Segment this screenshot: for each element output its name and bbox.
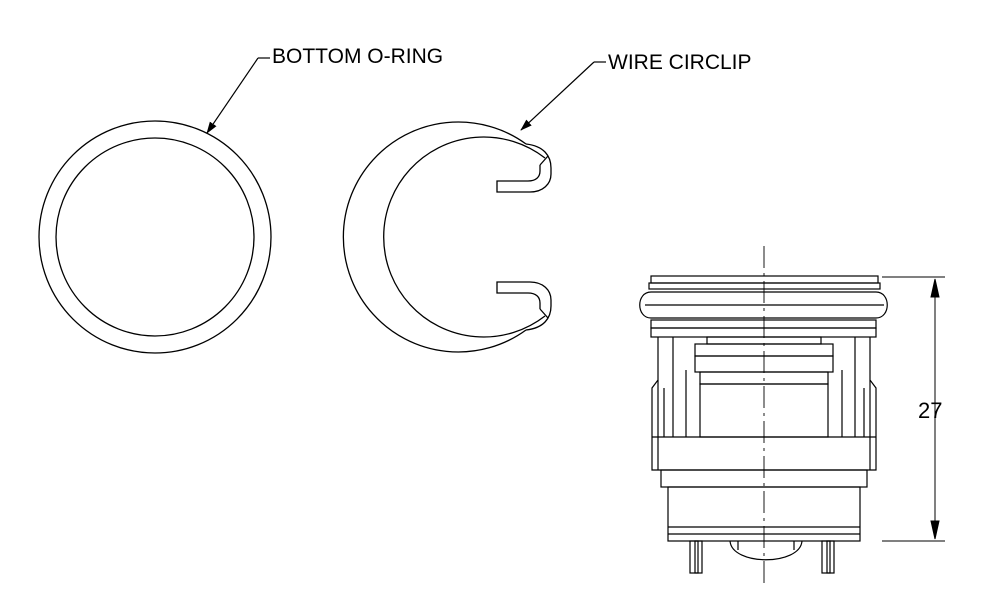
bottom-oring-part — [38, 120, 272, 354]
wire-circlip-part — [342, 121, 552, 353]
wire-circlip-label: WIRE CIRCLIP — [608, 51, 752, 74]
bottom-oring-leader — [206, 57, 270, 134]
height-dimension-label: 27 — [918, 398, 943, 423]
wire-circlip-leader — [520, 61, 606, 131]
bottom-oring-label: BOTTOM O-RING — [272, 45, 444, 68]
height-dimension — [882, 276, 945, 542]
cartridge-assembly — [639, 246, 888, 585]
